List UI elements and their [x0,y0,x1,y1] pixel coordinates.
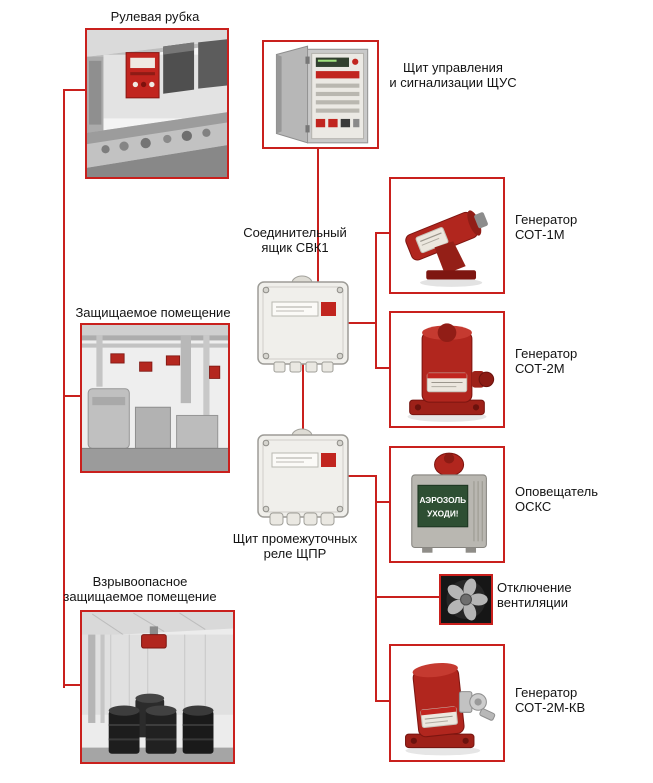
fan-icon [441,576,491,623]
junction-box-illustration [257,275,349,373]
ventilation-fan-photo [439,574,493,625]
protected-room-photo [80,323,230,473]
connector-line [302,358,304,442]
generator-sot-2m-illustration [407,323,495,422]
generator-sot-1m-label: Генератор СОТ-1М [515,212,578,242]
explosive-room-label: Взрывоопасное защищаемое помещение [63,574,217,604]
generator-sot-1m-photo [389,177,505,294]
control-panel-photo [262,40,379,149]
protected-room-illustration [82,325,228,471]
junction-box-label: Соединительный ящик СВК1 [243,225,347,255]
connector-line [375,475,377,702]
generator-sot-1m-illustration [405,210,488,287]
generator-sot-2m-label: Генератор СОТ-2М [515,346,578,376]
connector-line [348,322,377,324]
wheelhouse-label: Рулевая рубка [110,9,200,24]
ventilation-label: Отключение вентиляции [497,580,572,610]
aerosol-sign-line2: УХОДИ! [427,508,458,518]
relay-panel-schpr-photo [250,419,356,529]
control-panel-label: Щит управления и сигнализации ЩУС [389,60,517,90]
connector-line [63,395,82,397]
connector-line [63,684,82,686]
connector-line [63,89,65,688]
connector-line [375,232,377,369]
generator-sot-2m-kv-label: Генератор СОТ-2М-КВ [515,685,586,715]
junction-box-svk1-photo [250,266,356,376]
connector-line [63,89,87,91]
connector-line [348,475,377,477]
connector-line [317,145,319,290]
generator-sot-2m-kv-photo [389,644,505,762]
generator-sot-2m-photo [389,311,505,428]
relay-panel-illustration [257,428,349,526]
generator-sot-2m-kv-illustration [405,663,496,756]
protected-room-label: Защищаемое помещение [75,305,231,320]
connector-line [375,232,391,234]
annunciator-label: Оповещатель ОСКС [515,484,598,514]
aerosol-sign-line1: АЭРОЗОЛЬ [420,495,467,505]
wheelhouse-photo [85,28,229,179]
wheelhouse-illustration [87,30,227,177]
connector-line [375,596,441,598]
control-panel-illustration [264,42,377,147]
explosive-room-illustration [82,612,233,762]
connector-line [375,367,391,369]
connector-line [375,700,391,702]
annunciator-illustration: АЭРОЗОЛЬ УХОДИ! [411,452,487,553]
explosive-room-photo [80,610,235,764]
relay-panel-label: Щит промежуточных реле ЩПР [232,531,358,561]
annunciator-oskc-photo: АЭРОЗОЛЬ УХОДИ! [389,446,505,563]
connector-line [375,501,391,503]
